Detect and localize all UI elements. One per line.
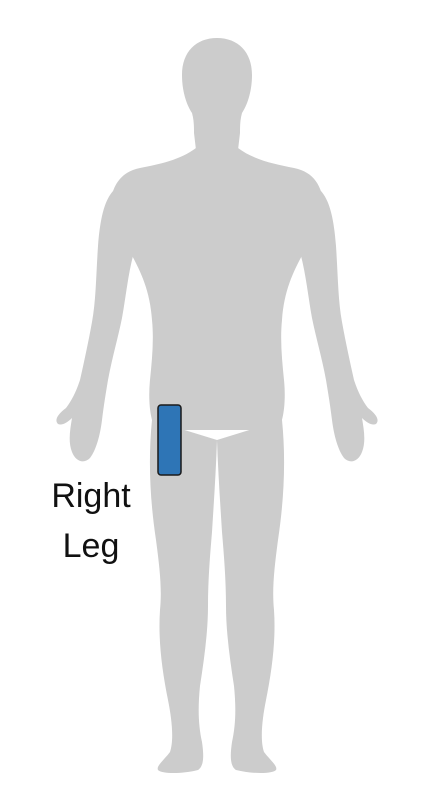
leg-left-shape (149, 420, 217, 773)
arm-left-shape (56, 190, 134, 462)
injection-site-marker-icon[interactable] (157, 404, 182, 476)
torso-shape (110, 148, 324, 206)
arm-right-shape (300, 190, 378, 462)
chest-abdomen-shape (112, 200, 322, 430)
region-label-line-2: Leg (62, 527, 120, 565)
head-shape (182, 38, 252, 150)
region-label-line-1: Right (51, 477, 131, 515)
leg-right-shape (217, 420, 285, 773)
human-body-silhouette-icon (56, 38, 378, 773)
